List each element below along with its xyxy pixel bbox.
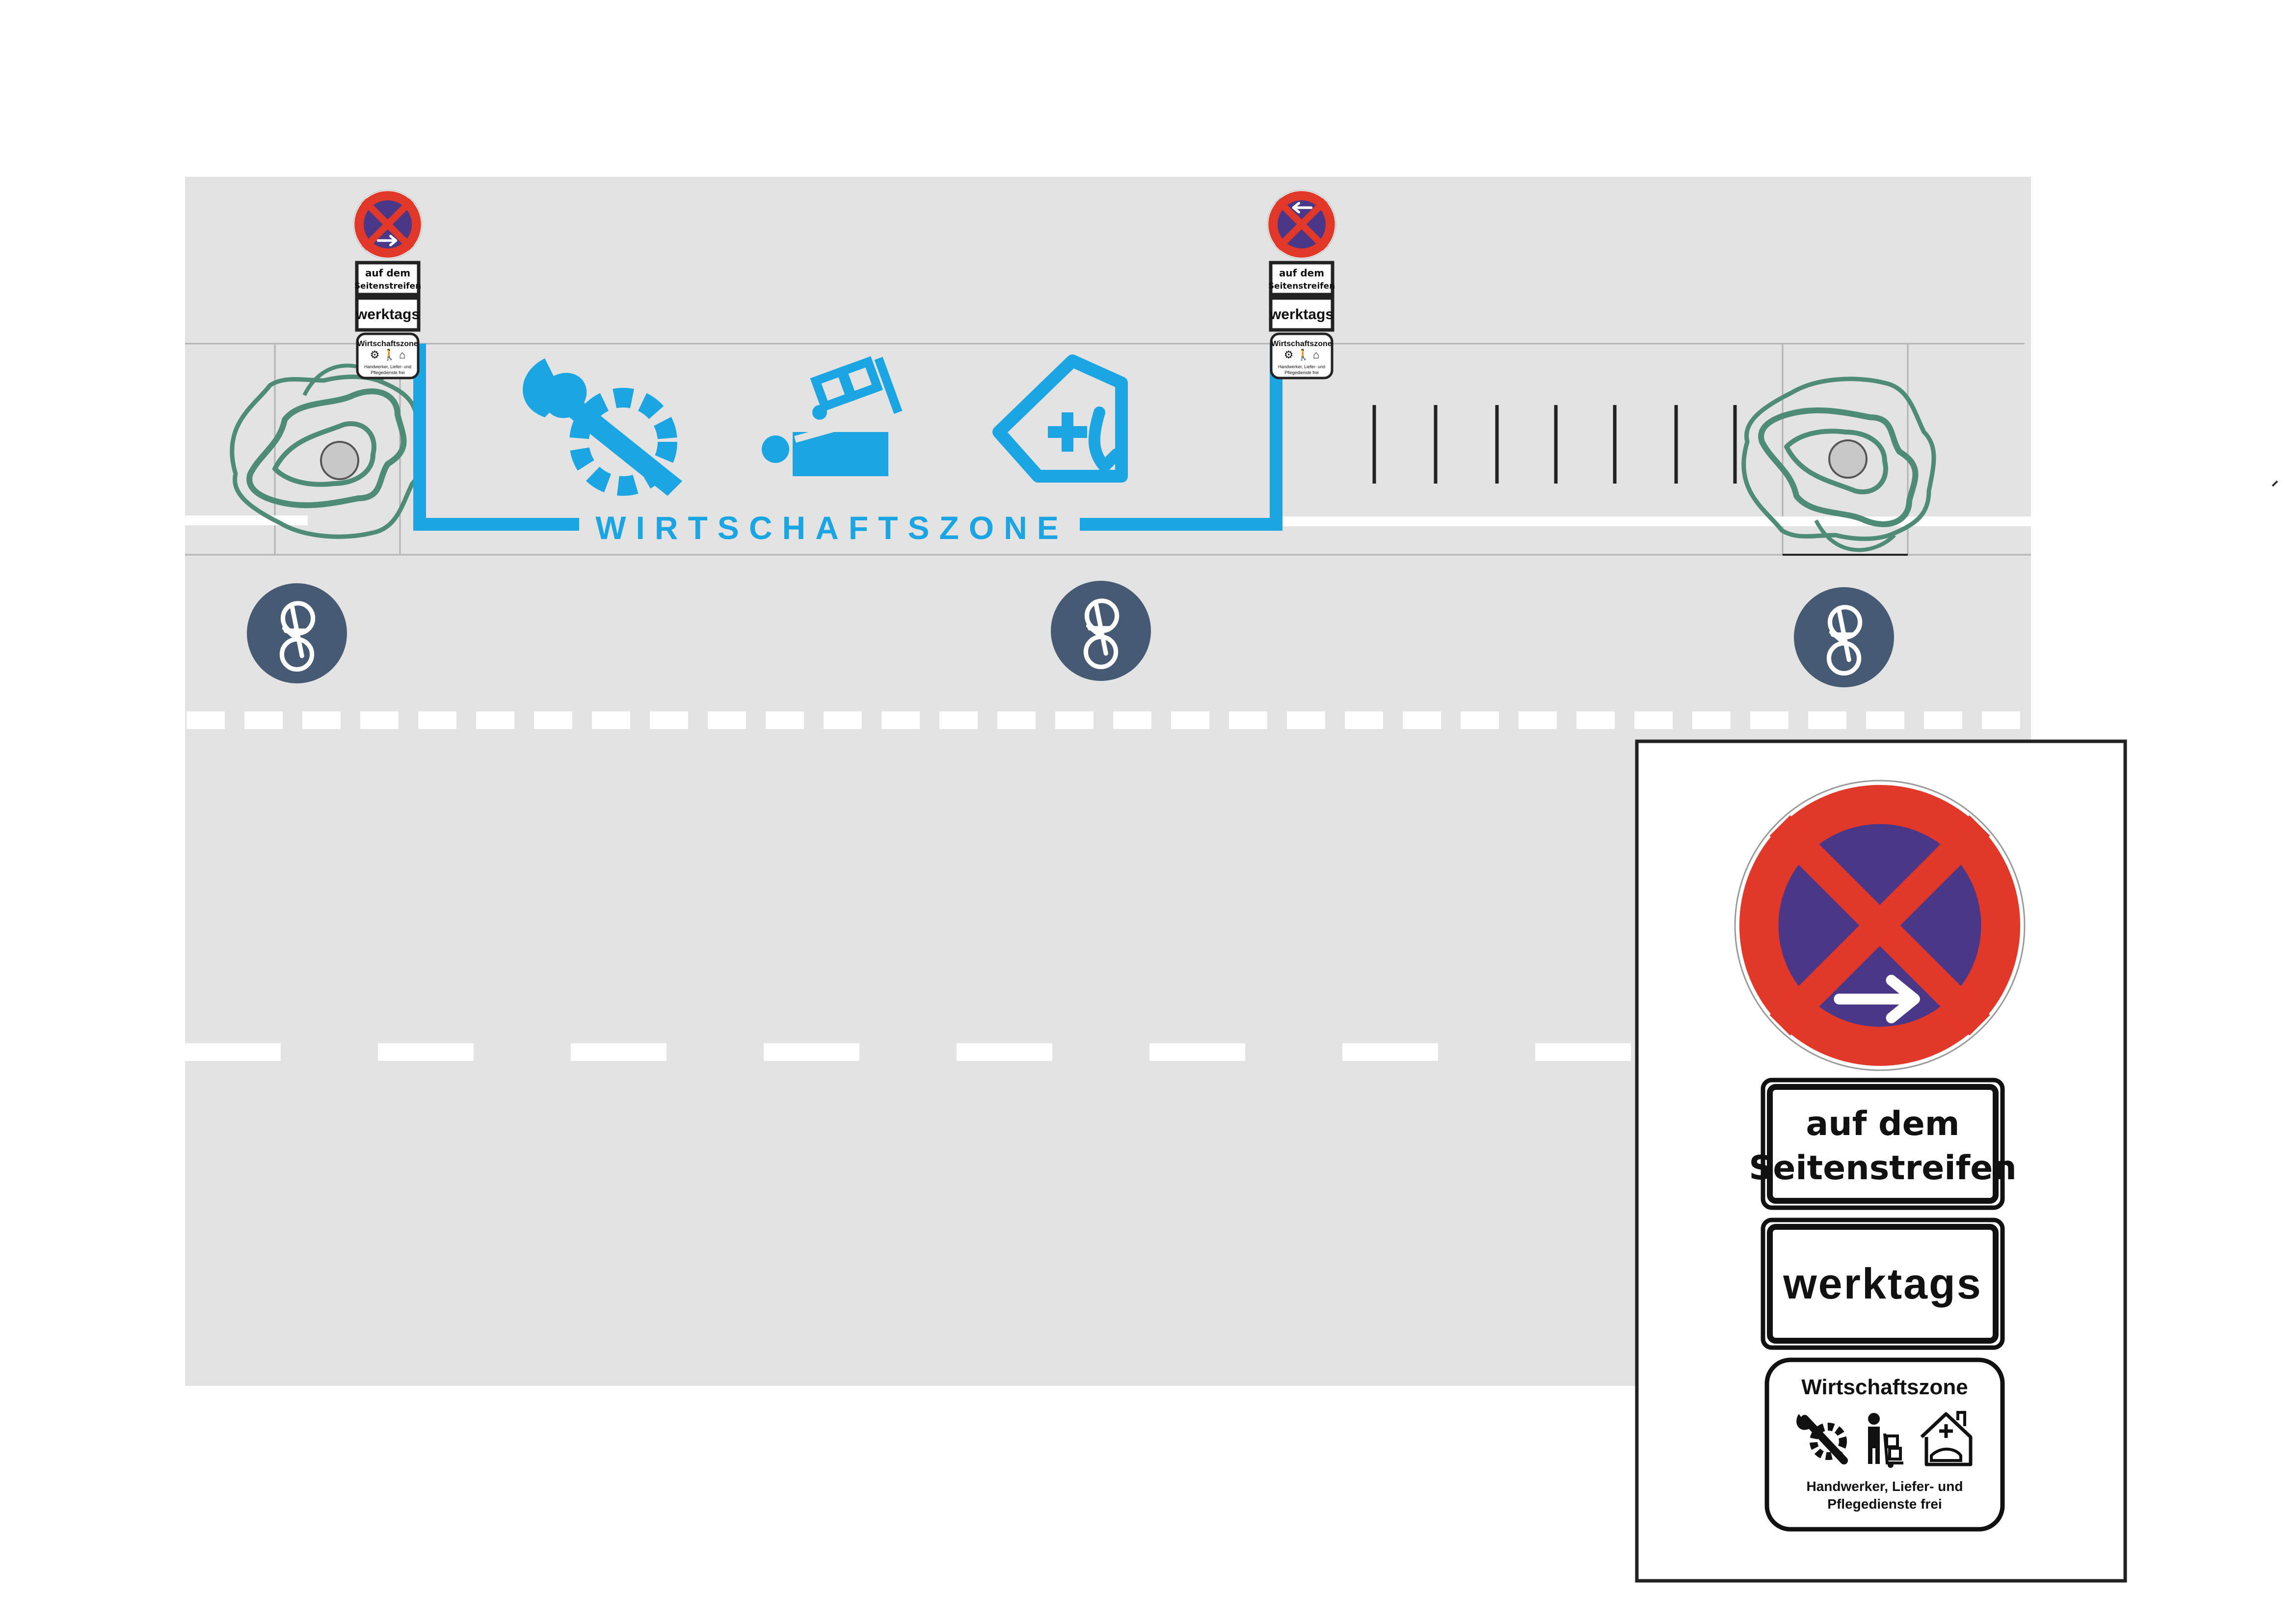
supplement-line1: auf dem <box>1806 1105 1959 1143</box>
svg-text:Seitenstreifen: Seitenstreifen <box>1268 281 1335 291</box>
bicycle-icon <box>1051 581 1151 681</box>
svg-text:Seitenstreifen: Seitenstreifen <box>354 281 421 291</box>
sign-post-left: auf dem Seitenstreifen werktags Wirtscha… <box>353 190 422 379</box>
bicycle-icon <box>247 583 347 683</box>
sign-detail-panel: auf dem Seitenstreifen werktags Wirtscha… <box>1635 741 2127 1583</box>
svg-text:⚙ 🚶 ⌂: ⚙ 🚶 ⌂ <box>370 349 406 361</box>
edge-line-right <box>1281 516 2031 526</box>
svg-text:Handwerker, Liefer- und: Handwerker, Liefer- und <box>1278 364 1325 369</box>
no-stopping-sign <box>1267 190 1336 259</box>
commercial-zone-title: Wirtschaftszone <box>1801 1375 1968 1399</box>
wrench-gear-icon <box>1796 1414 1848 1464</box>
svg-text:Pflegedienste frei: Pflegedienste frei <box>371 370 405 375</box>
no-stopping-sign <box>353 190 422 259</box>
care-house-icon <box>1920 1411 1973 1466</box>
bollard-stripes <box>1372 405 1737 484</box>
hand-truck-delivery-icon <box>762 356 903 476</box>
care-house-icon <box>992 354 1128 483</box>
supplement-sign-weekdays: werktags <box>1761 1218 2005 1350</box>
commercial-zone-line2: Pflegedienste frei <box>1827 1496 1942 1512</box>
svg-text:werktags: werktags <box>355 306 420 323</box>
svg-text:Wirtschaftszone: Wirtschaftszone <box>357 340 418 348</box>
sign-post-right: auf dem Seitenstreifen werktags Wirtscha… <box>1267 190 1336 379</box>
edge-line-left <box>185 515 308 525</box>
commercial-zone-marking: WIRTSCHAFTSZONE <box>413 344 1282 546</box>
zone-label: WIRTSCHAFTSZONE <box>595 510 1068 546</box>
supplement-weekdays-text: werktags <box>1783 1259 1982 1308</box>
tree-right <box>1744 379 1934 550</box>
svg-text:werktags: werktags <box>1269 306 1334 323</box>
svg-text:auf dem: auf dem <box>365 267 410 279</box>
svg-text:Handwerker, Liefer- und: Handwerker, Liefer- und <box>364 364 411 369</box>
person-with-hand-truck-icon <box>1868 1413 1903 1468</box>
no-stopping-sign-large <box>1735 781 2025 1070</box>
wrench-gear-icon <box>523 358 682 496</box>
tree-left <box>232 366 422 537</box>
supplement-sign-roadside: auf dem Seitenstreifen <box>1749 1078 2017 1210</box>
commercial-zone-line1: Handwerker, Liefer- und <box>1807 1479 1963 1494</box>
supplement-line2: Seitenstreifen <box>1749 1149 2017 1188</box>
bicycle-icon <box>1794 587 1894 687</box>
supplement-sign-commercial-zone: Wirtschaftszone H <box>1764 1357 2005 1532</box>
svg-text:Pflegedienste frei: Pflegedienste frei <box>1284 370 1319 375</box>
svg-text:⚙ 🚶 ⌂: ⚙ 🚶 ⌂ <box>1284 349 1320 361</box>
stray-mark <box>2271 480 2278 487</box>
svg-text:Wirtschaftszone: Wirtschaftszone <box>1271 340 1332 348</box>
svg-text:auf dem: auf dem <box>1279 267 1324 279</box>
